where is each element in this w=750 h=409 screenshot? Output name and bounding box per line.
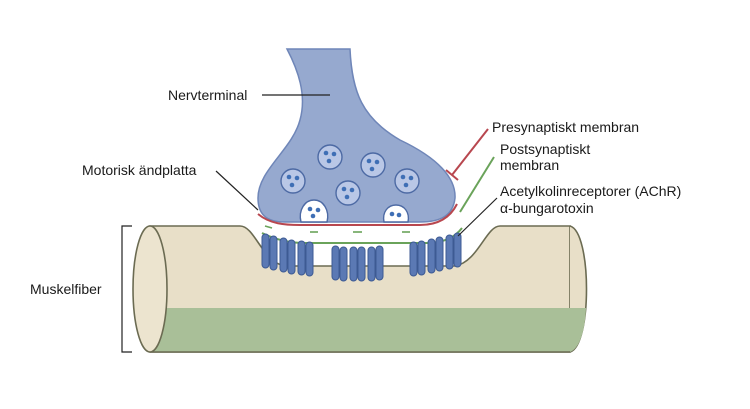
- postsynaptic-membrane-label-line2: membran: [500, 157, 560, 173]
- postsynaptic-membrane-label-line1: Postsynaptiskt: [500, 141, 591, 157]
- muscle-fiber-shade: [150, 308, 570, 352]
- vesicle: [335, 180, 361, 206]
- leader-lines: [215, 94, 498, 237]
- motor-endplate-leader: [215, 170, 259, 211]
- nerve-terminal: [257, 48, 456, 223]
- synaptic-cleft-marks: [264, 225, 410, 233]
- muscle-fiber: [132, 225, 588, 353]
- presynaptic-membrane-label: Presynaptiskt membran: [492, 119, 640, 135]
- presynaptic-bracket: [445, 128, 489, 181]
- motor-endplate-label: Motorisk ändplatta: [82, 162, 197, 178]
- vesicle: [317, 144, 343, 170]
- vesicle: [360, 152, 386, 178]
- vesicle: [280, 168, 306, 194]
- fusing-vesicle: [382, 204, 410, 223]
- muscle-fiber-bracket: [121, 225, 132, 353]
- presynaptic-membrane-line: [257, 203, 458, 226]
- achr-label: Acetylkolinreceptorer (AChR): [500, 183, 682, 199]
- vesicle: [394, 168, 420, 194]
- muscle-fiber-left-end: [132, 225, 168, 353]
- muscle-fiber-right-shade: [570, 308, 586, 352]
- nerve-terminal-label: Nervterminal: [168, 87, 248, 103]
- achr-cluster-right: [409, 232, 462, 277]
- achr-cluster-left: [261, 233, 314, 277]
- achr-cluster-center: [331, 245, 384, 282]
- bungarotoxin-label: α-bungarotoxin: [500, 200, 594, 216]
- achr-leader: [457, 197, 498, 237]
- muscle-fiber-label: Muskelfiber: [30, 281, 102, 297]
- fusing-vesicle: [299, 199, 329, 223]
- postsynaptic-bracket: [459, 156, 495, 213]
